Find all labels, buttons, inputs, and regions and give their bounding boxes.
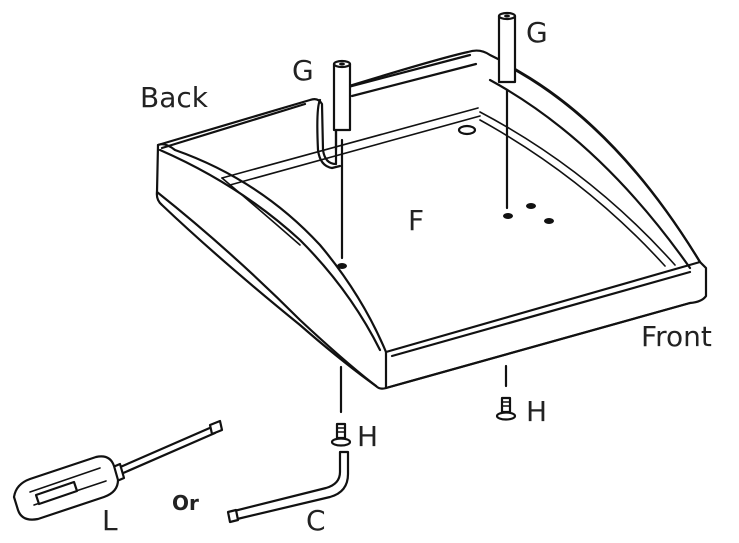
label-l: L xyxy=(102,504,118,537)
post-g-left xyxy=(332,59,352,260)
label-back: Back xyxy=(140,81,209,114)
tray-panel xyxy=(155,49,708,390)
label-or: Or xyxy=(172,491,199,515)
label-h-right: H xyxy=(526,395,547,428)
label-h-left: H xyxy=(357,420,378,453)
post-hole-right xyxy=(503,213,513,219)
screwdriver-l xyxy=(12,419,224,521)
label-g-left: G xyxy=(292,54,314,87)
allen-key-c xyxy=(226,450,350,524)
back-hole xyxy=(457,124,477,136)
hole-b xyxy=(544,218,554,224)
label-c: C xyxy=(306,504,326,537)
label-front: Front xyxy=(641,320,712,353)
hole-a xyxy=(526,203,536,209)
label-f: F xyxy=(408,204,424,237)
post-g-right xyxy=(497,11,517,210)
post-hole-left xyxy=(337,263,347,269)
screw-h-right xyxy=(495,364,517,421)
screw-h-left xyxy=(330,365,352,447)
label-g-right: G xyxy=(526,16,548,49)
